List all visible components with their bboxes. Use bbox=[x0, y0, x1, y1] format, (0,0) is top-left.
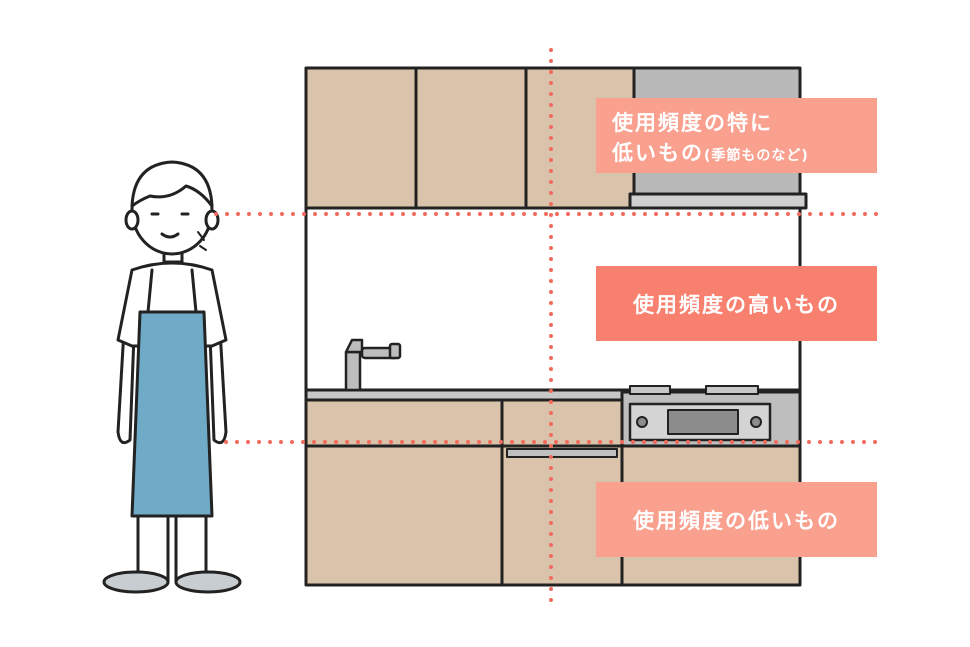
zone-label-top-line2: 低いもの(季節ものなど) bbox=[612, 138, 877, 171]
faucet-icon bbox=[344, 338, 402, 392]
zone-label-top-line2-main: 低いもの bbox=[612, 141, 704, 165]
gas-stove-icon bbox=[620, 385, 802, 448]
lower-drawer-left bbox=[304, 398, 504, 448]
zone-label-top-note: (季節ものなど) bbox=[704, 148, 809, 164]
zone-label-top: 使用頻度の特に 低いもの(季節ものなど) bbox=[596, 98, 877, 173]
lower-door-left bbox=[304, 444, 504, 587]
lower-drawer-middle bbox=[500, 398, 624, 448]
zone-label-bottom: 使用頻度の低いもの bbox=[596, 482, 877, 557]
zone-label-top-line1: 使用頻度の特に bbox=[612, 111, 773, 135]
person-with-apron bbox=[102, 160, 242, 594]
upper-cabinet-middle bbox=[414, 66, 528, 210]
upper-cabinet-left bbox=[304, 66, 418, 210]
guide-lines bbox=[214, 48, 882, 604]
zone-label-middle: 使用頻度の高いもの bbox=[596, 266, 877, 341]
